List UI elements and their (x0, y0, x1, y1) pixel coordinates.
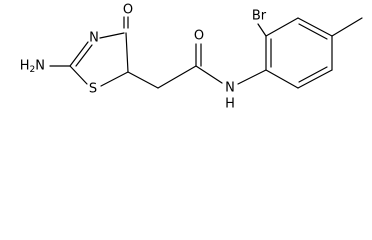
bond-c4-n3 (99, 32, 125, 39)
bond-ar5-ar6-inner (298, 66, 328, 83)
amide-oxygen-label: O (194, 29, 204, 44)
bond-n-aryl (237, 69, 267, 85)
bond-ar2-br (257, 23, 267, 37)
bond-n3-c2-double (75, 44, 93, 67)
amine-subscript-label: 2 (30, 65, 36, 75)
bond-ar5-ar6 (297, 69, 333, 89)
amine-nitrogen-label: N (35, 59, 45, 74)
bond-c5-ch2 (127, 71, 159, 89)
ring-carbonyl-oxygen-label: O (123, 3, 133, 18)
bond-ar3-ar4-inner (298, 23, 328, 40)
ring-sulfur-label: S (89, 82, 97, 97)
bromine-label: Br (252, 9, 267, 24)
amide-nitrogen-label: N (225, 81, 235, 96)
ring-nitrogen-label: N (89, 31, 99, 46)
bond-ch2-camide (157, 65, 197, 89)
bond-ar6-ar1 (265, 69, 299, 89)
bond-s1-c5 (100, 71, 129, 87)
bond-ar4-methyl (331, 17, 363, 37)
bond-c2-s1 (69, 65, 88, 85)
bond-camide-n (195, 65, 223, 84)
bond-c5-c4 (125, 32, 129, 73)
bond-ar2-ar3 (265, 17, 299, 37)
bond-n3-c2 (69, 41, 89, 67)
chemical-structure-diagram: O N S H2N O N H Br (20, 3, 363, 112)
amine-group-label: H2N (20, 59, 45, 76)
amide-hydrogen-label: H (225, 97, 235, 112)
amine-hydrogen-label: H (20, 59, 30, 74)
bond-ar3-ar4 (297, 17, 333, 37)
